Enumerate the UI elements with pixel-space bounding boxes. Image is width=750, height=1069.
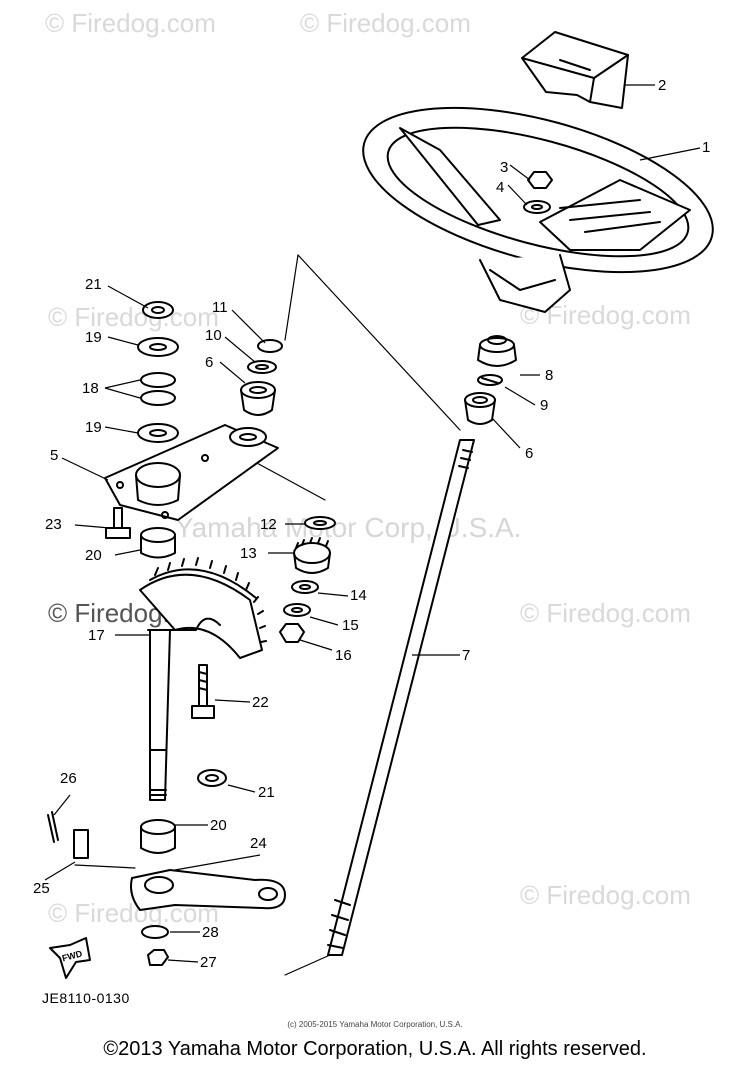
part-number-label: 6 (525, 445, 533, 462)
clip-part (477, 374, 503, 386)
forward-arrow-icon (49, 937, 91, 979)
part-number-label: 5 (50, 447, 58, 464)
part-number-label: 21 (258, 784, 275, 801)
part-number-label: 15 (342, 617, 359, 634)
sector-gear-part (139, 557, 267, 659)
watermark-text: © Firedog.com (520, 598, 691, 628)
part-number-label: 4 (496, 179, 504, 196)
part-number-label: 3 (500, 159, 508, 176)
washer-part (523, 200, 551, 214)
spring-washer-part (142, 301, 174, 319)
part-number-label: 19 (85, 419, 102, 436)
washer-part (247, 360, 277, 374)
shim-part (140, 372, 176, 406)
washer-part (141, 925, 169, 939)
bushing-part (477, 335, 517, 367)
washer-part (283, 603, 311, 617)
part-number-label: 13 (240, 545, 257, 562)
fine-print: (c) 2005-2015 Yamaha Motor Corporation, … (287, 1020, 463, 1029)
part-number-label: 9 (540, 397, 548, 414)
collar-part (240, 381, 276, 416)
part-number-label: 23 (45, 516, 62, 533)
watermark-text: © Firedog.com (45, 8, 216, 38)
part-number-label: 28 (202, 924, 219, 941)
bolt-part (105, 507, 131, 539)
steering-wheel-part (362, 106, 714, 313)
part-number-label: 22 (252, 694, 269, 711)
cotter-pin-part (47, 811, 59, 843)
washer-part (137, 337, 179, 357)
pinion-gear-part (293, 537, 331, 574)
watermark-text: Yamaha Motor Corp, U.S.A. (175, 512, 522, 543)
watermark-text: © Firedog.com (48, 302, 219, 332)
watermark-text: © Firedog.com (300, 8, 471, 38)
leader-lines (44, 84, 701, 963)
part-number-label: 1 (702, 139, 710, 156)
nut-part (527, 171, 553, 189)
part-number-label: 12 (260, 516, 277, 533)
part-number-label: 8 (545, 367, 553, 384)
washer-part (304, 516, 336, 530)
washer-part (137, 423, 179, 443)
bolt-part (191, 664, 215, 719)
part-number-label: 27 (200, 954, 217, 971)
washer-part (291, 580, 319, 594)
part-number-label: 21 (85, 276, 102, 293)
part-number-label: 17 (88, 627, 105, 644)
collar-part (464, 392, 496, 425)
grease-fitting-part (73, 829, 89, 859)
nut-part (147, 949, 169, 966)
nut-part (279, 623, 305, 643)
part-number-label: 16 (335, 647, 352, 664)
part-number-label: 18 (82, 380, 99, 397)
part-number-label: 6 (205, 354, 213, 371)
bushing-part (140, 819, 176, 854)
circlip-part (257, 339, 283, 353)
part-number-label: 2 (658, 77, 666, 94)
part-number-label: 10 (205, 327, 222, 344)
part-number-label: 24 (250, 835, 267, 852)
copyright-notice: ©2013 Yamaha Motor Corporation, U.S.A. A… (103, 1038, 647, 1060)
part-number-label: 20 (85, 547, 102, 564)
part-number-label: 7 (462, 647, 470, 664)
drawing-code: JE8110-0130 (42, 990, 130, 1006)
part-number-label: 11 (212, 299, 228, 316)
steering-cap-part (521, 31, 629, 109)
sector-shaft-part (149, 629, 171, 801)
bracket-plate-part (104, 424, 279, 521)
pitman-arm-part (130, 869, 286, 911)
reference-line (74, 254, 461, 976)
watermark-text: © Firedog.com (520, 880, 691, 910)
part-number-label: 20 (210, 817, 227, 834)
steering-column-part (327, 439, 475, 956)
part-number-label: 14 (350, 587, 367, 604)
part-number-label: 26 (60, 770, 77, 787)
part-number-label: 25 (33, 880, 50, 897)
part-number-label: 19 (85, 329, 102, 346)
spring-washer-part (197, 769, 227, 787)
bushing-part (140, 527, 176, 559)
